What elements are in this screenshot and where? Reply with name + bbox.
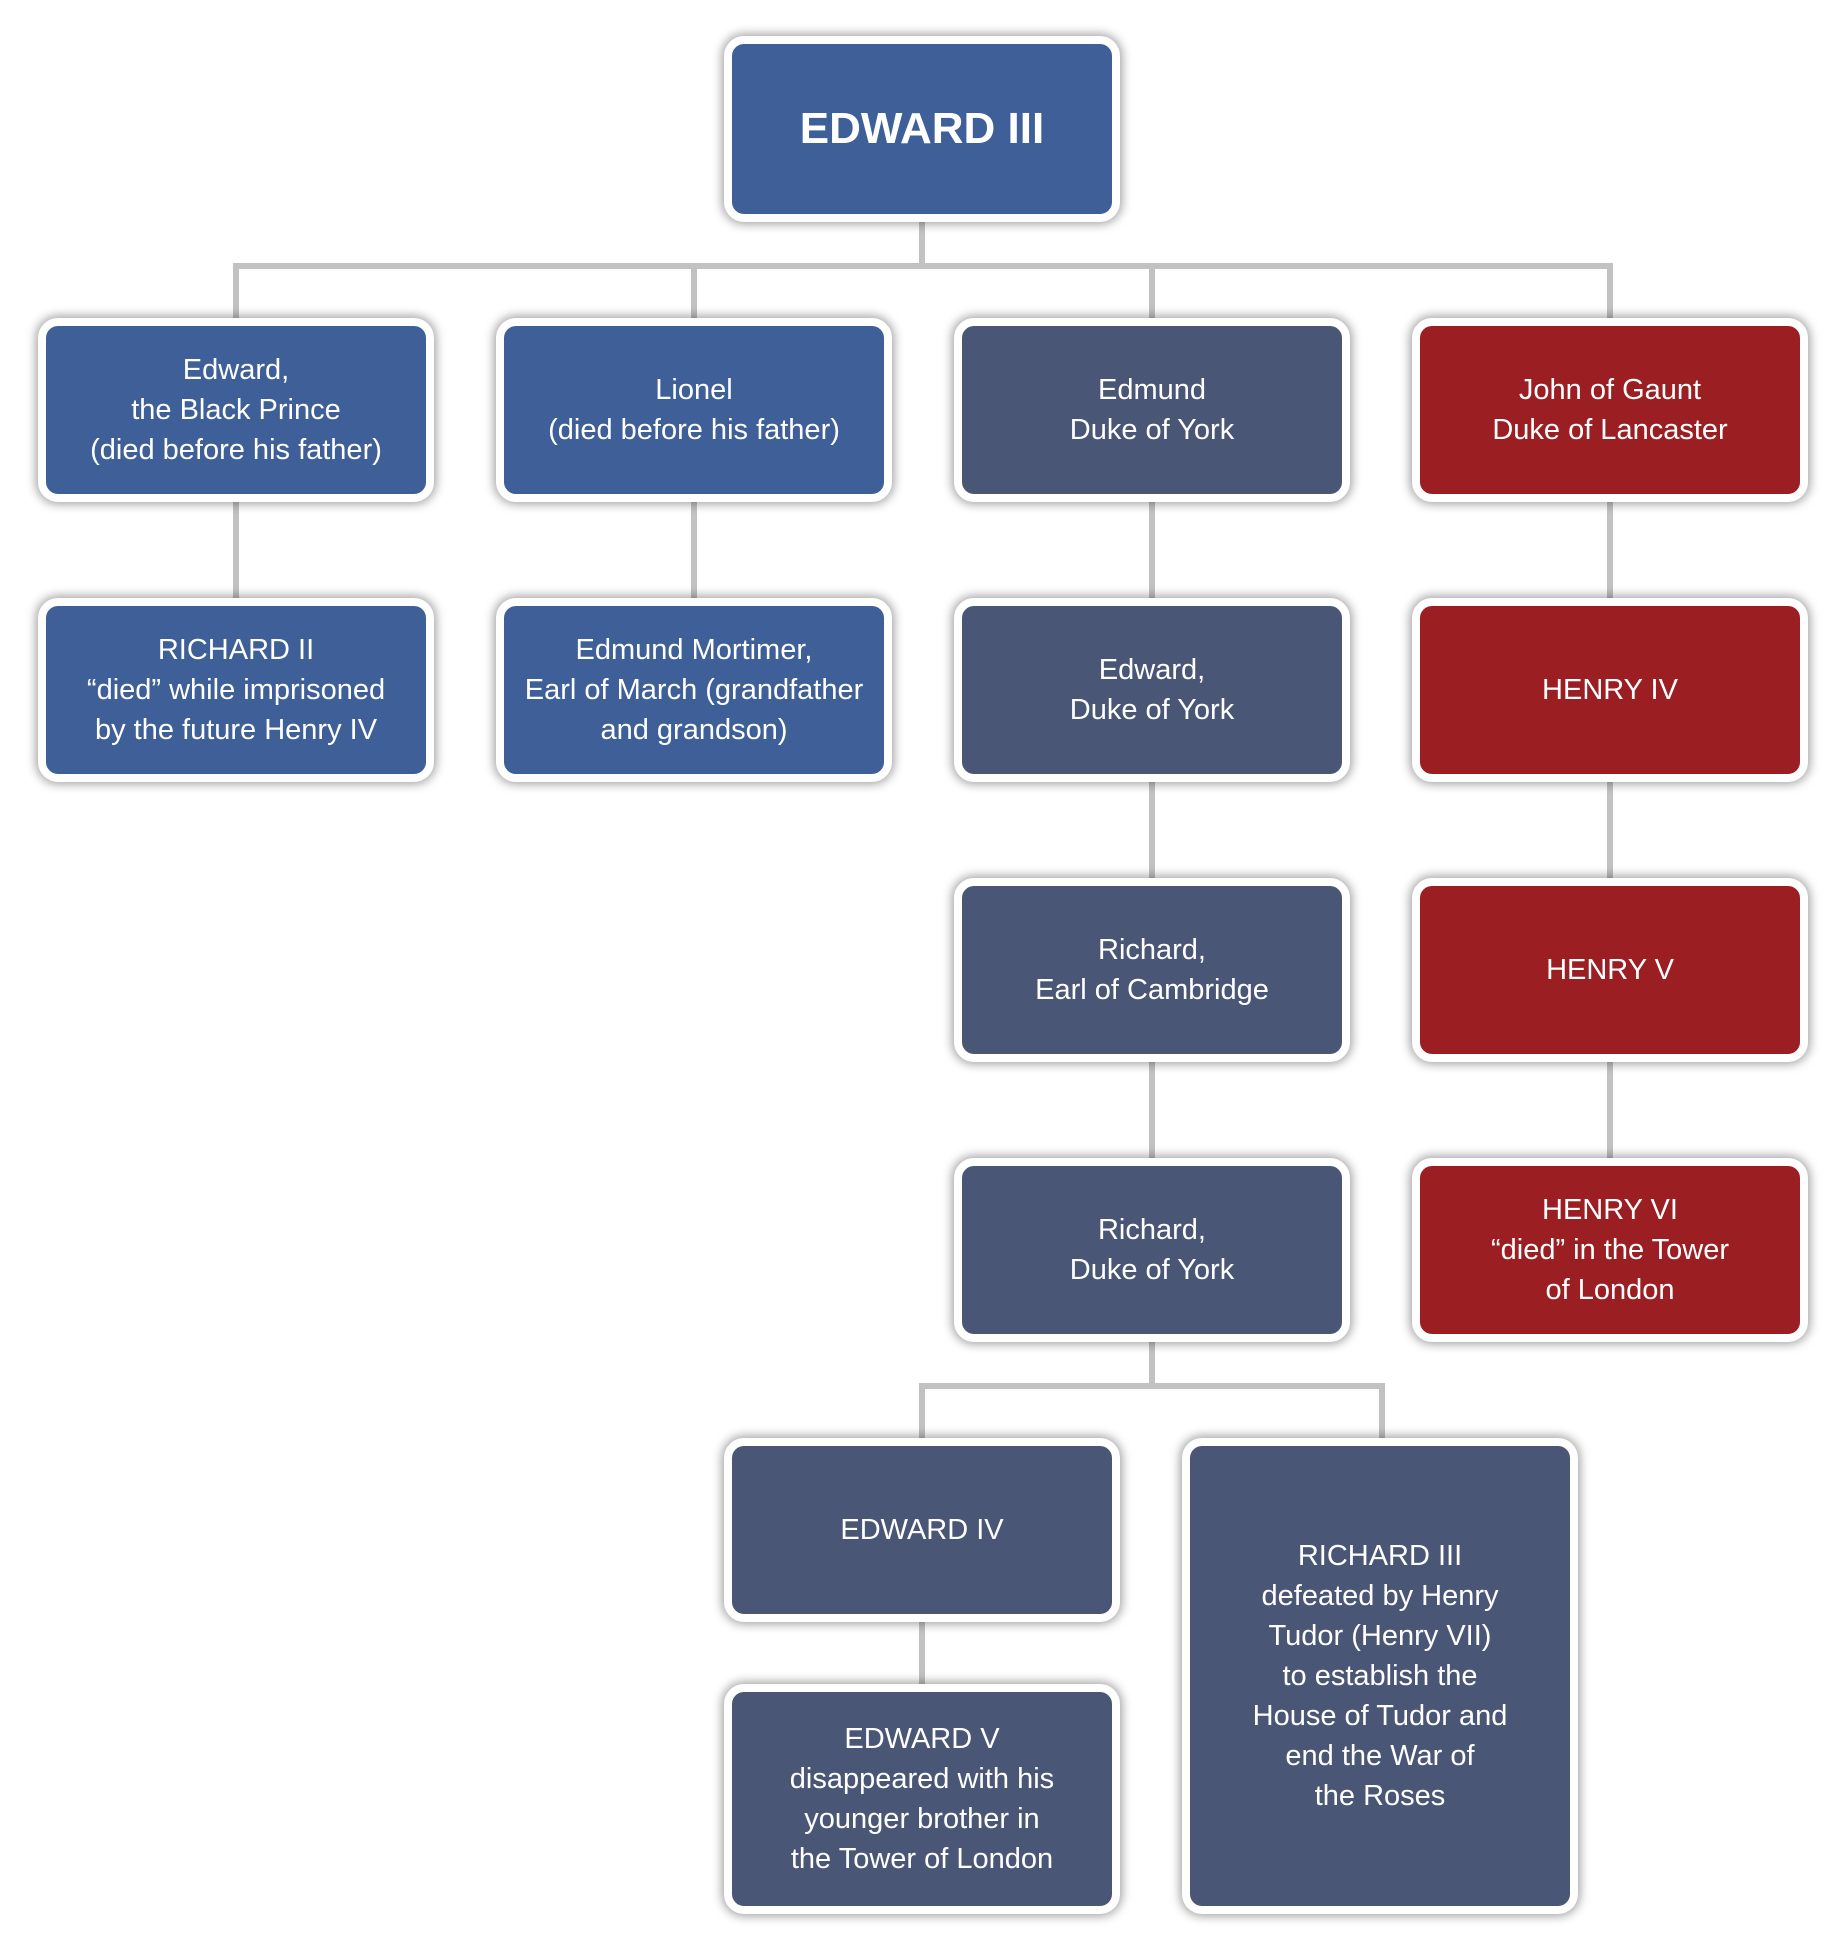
node-richard-iii: RICHARD III defeated by Henry Tudor (Hen… — [1182, 1438, 1578, 1914]
node-richard-earl-of-cambridge: Richard, Earl of Cambridge — [954, 878, 1350, 1062]
node-richard-earl-of-cambridge-label: Richard, Earl of Cambridge — [1035, 934, 1269, 1006]
node-richard-duke-of-york-label: Richard, Duke of York — [1069, 1214, 1235, 1286]
node-richard-duke-of-york: Richard, Duke of York — [954, 1158, 1350, 1342]
node-edmund-mortimer: Edmund Mortimer, Earl of March (grandfat… — [496, 598, 892, 782]
node-henry-v-label: HENRY V — [1546, 954, 1674, 986]
node-edmund-duke-of-york: Edmund Duke of York — [954, 318, 1350, 502]
node-richard-ii: RICHARD II “died” while imprisoned by th… — [38, 598, 434, 782]
node-john-of-gaunt-label: John of Gaunt Duke of Lancaster — [1492, 374, 1728, 446]
node-edward-iv-label: EDWARD IV — [840, 1514, 1004, 1546]
node-edmund-duke-of-york-label: Edmund Duke of York — [1069, 374, 1235, 446]
node-richard-iii-label: RICHARD III defeated by Henry Tudor (Hen… — [1252, 1540, 1508, 1812]
node-lionel: Lionel (died before his father) — [496, 318, 892, 502]
node-edward-duke-of-york-label: Edward, Duke of York — [1069, 654, 1235, 726]
node-henry-vi: HENRY VI “died” in the Tower of London — [1412, 1158, 1808, 1342]
node-edward-iii-label: EDWARD III — [799, 104, 1045, 153]
node-john-of-gaunt: John of Gaunt Duke of Lancaster — [1412, 318, 1808, 502]
node-edmund-mortimer-label: Edmund Mortimer, Earl of March (grandfat… — [524, 634, 864, 746]
node-edward-duke-of-york: Edward, Duke of York — [954, 598, 1350, 782]
node-edward-v-label: EDWARD V disappeared with his younger br… — [789, 1723, 1055, 1875]
node-edward-iv: EDWARD IV — [724, 1438, 1120, 1622]
node-black-prince-label: Edward, the Black Prince (died before hi… — [90, 354, 382, 466]
node-richard-ii-label: RICHARD II “died” while imprisoned by th… — [86, 634, 386, 746]
node-edward-iii: EDWARD III — [724, 36, 1120, 222]
node-black-prince: Edward, the Black Prince (died before hi… — [38, 318, 434, 502]
node-lionel-label: Lionel (died before his father) — [548, 374, 840, 446]
node-henry-vi-label: HENRY VI “died” in the Tower of London — [1490, 1194, 1730, 1306]
node-henry-iv-label: HENRY IV — [1542, 674, 1678, 706]
node-henry-iv: HENRY IV — [1412, 598, 1808, 782]
node-henry-v: HENRY V — [1412, 878, 1808, 1062]
node-edward-v: EDWARD V disappeared with his younger br… — [724, 1684, 1120, 1914]
